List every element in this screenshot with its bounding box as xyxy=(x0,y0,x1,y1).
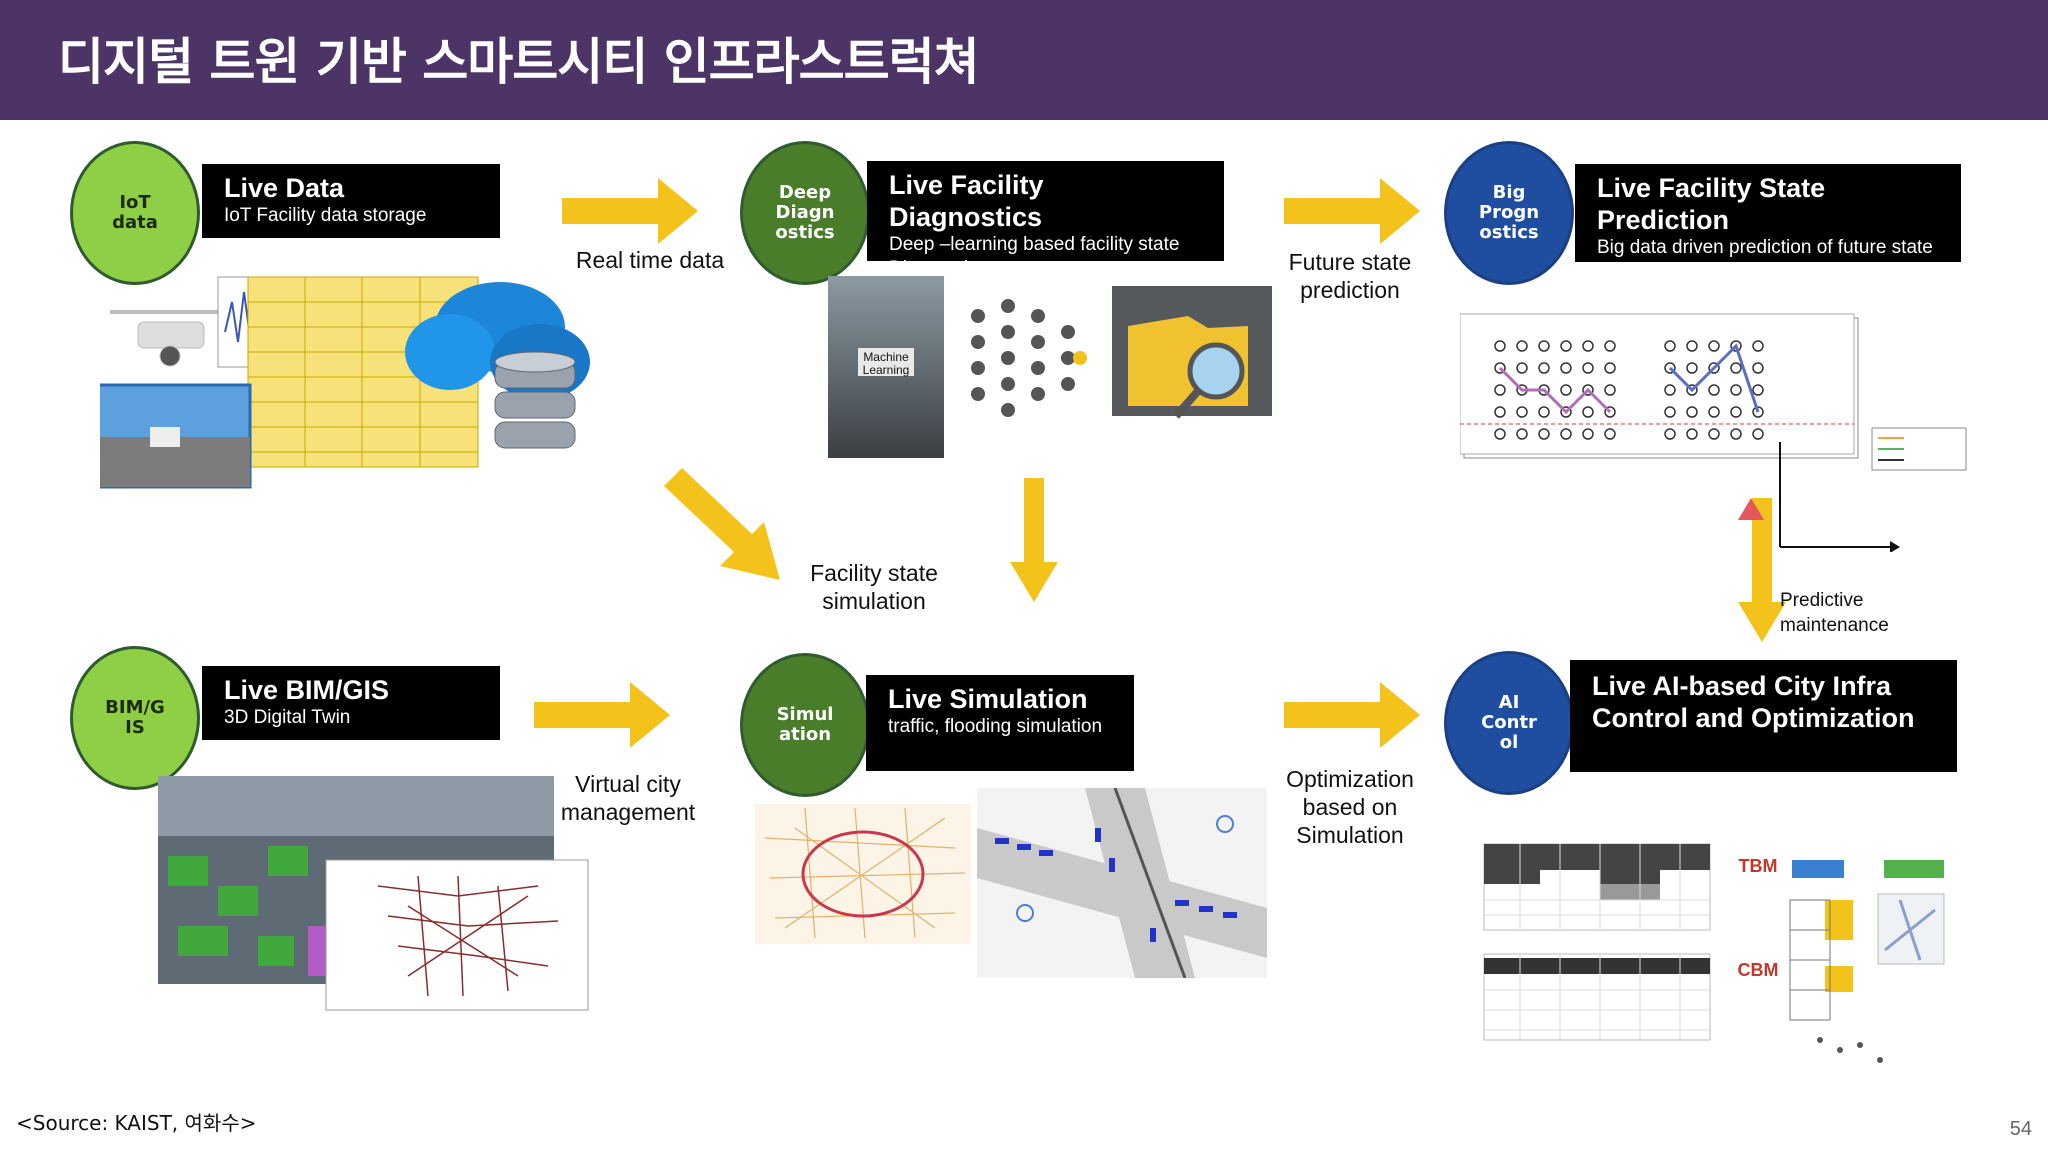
real-time-data-label: Real time data xyxy=(575,247,725,273)
deep-diagnostics-circle-label: Deep Diagn ostics xyxy=(775,182,835,243)
ai-control-title: Live AI-based City Infra Control and Opt… xyxy=(1592,671,1915,733)
simulation-collage-image xyxy=(755,788,1267,978)
diagnostics-collage-image: Machine Learning xyxy=(828,276,1274,458)
iot-data-circle-label: IoT data xyxy=(112,192,158,233)
prediction-chart-image xyxy=(1460,312,1970,552)
big-prognostics-circle: Big Progn ostics xyxy=(1444,141,1574,285)
live-data-box: Live Data IoT Facility data storage xyxy=(202,164,500,238)
page-number: 54 xyxy=(2009,1118,2032,1140)
bim-gis-circle: BIM/G IS xyxy=(70,646,200,790)
bim-gis-circle-label: BIM/G IS xyxy=(105,697,165,738)
source-citation: <Source: KAIST, 여화수> xyxy=(16,1111,257,1135)
tbm-label: TBM xyxy=(1738,856,1778,876)
prediction-subtitle: Big data driven prediction of future sta… xyxy=(1597,237,1933,258)
arrow-right-icon xyxy=(534,682,670,748)
arrow-down-icon xyxy=(1010,478,1058,602)
bim-gis-collage-image xyxy=(158,776,590,1012)
bim-gis-collage-graphic xyxy=(158,776,589,1011)
ai-control-collage-graphic xyxy=(1483,843,1945,1063)
simulation-collage-graphic xyxy=(755,788,1267,978)
state-prediction-box: Live Facility State Prediction Big data … xyxy=(1575,164,1961,262)
arrow-right-icon xyxy=(1284,178,1420,244)
simulation-circle: Simul ation xyxy=(740,653,870,797)
arrow-up-icon xyxy=(1738,498,1764,520)
live-data-title: Live Data xyxy=(224,173,345,203)
predictive-maintenance-label: Predictive maintenance xyxy=(1780,590,1889,636)
machine-learning-label: Machine Learning xyxy=(862,350,910,377)
ai-control-collage-image: TBM CBM xyxy=(1480,840,1950,1086)
diagnostics-title: Live Facility Diagnostics xyxy=(889,170,1044,232)
iot-data-circle: IoT data xyxy=(70,141,200,285)
optimization-label: Optimization based on Simulation xyxy=(1286,766,1414,848)
deep-diagnostics-circle: Deep Diagn ostics xyxy=(740,141,870,285)
diagnostics-subtitle: Deep –learning based facility state Diag… xyxy=(889,234,1180,279)
bim-gis-title: Live BIM/GIS xyxy=(224,675,390,705)
facility-state-simulation-label: Facility state simulation xyxy=(810,560,938,614)
iot-collage-image xyxy=(100,252,600,492)
arrow-down-icon xyxy=(1738,498,1786,642)
big-prognostics-circle-label: Big Progn ostics xyxy=(1478,182,1540,243)
bim-gis-subtitle: 3D Digital Twin xyxy=(224,707,351,728)
live-facility-diagnostics-box: Live Facility Diagnostics Deep –learning… xyxy=(867,161,1224,279)
arrow-right-icon xyxy=(1284,682,1420,748)
simulation-circle-label: Simul ation xyxy=(776,704,834,745)
live-bim-gis-box: Live BIM/GIS 3D Digital Twin xyxy=(202,666,500,740)
ai-control-circle-label: AI Contr ol xyxy=(1481,692,1537,753)
diagnostics-collage-graphic xyxy=(828,276,1272,458)
arrow-right-icon xyxy=(562,178,698,244)
prediction-title: Live Facility State Prediction xyxy=(1597,173,1826,235)
page-title: 디지털 트윈 기반 스마트시티 인프라스트럭쳐 xyxy=(58,33,980,91)
title-bar: 디지털 트윈 기반 스마트시티 인프라스트럭쳐 xyxy=(0,0,2048,120)
arrow-diagonal-icon xyxy=(664,468,780,580)
cbm-label: CBM xyxy=(1737,960,1779,980)
virtual-city-label: Virtual city management xyxy=(560,771,696,825)
simulation-title: Live Simulation xyxy=(888,684,1088,714)
iot-collage-graphic xyxy=(100,276,590,489)
ai-control-circle: AI Contr ol xyxy=(1444,651,1574,795)
prediction-chart-graphic xyxy=(1460,313,1967,552)
future-state-label: Future state prediction xyxy=(1288,249,1412,303)
live-data-subtitle: IoT Facility data storage xyxy=(224,205,427,226)
live-simulation-box: Live Simulation traffic, flooding simula… xyxy=(866,675,1134,771)
simulation-subtitle: traffic, flooding simulation xyxy=(888,716,1103,737)
ai-control-box: Live AI-based City Infra Control and Opt… xyxy=(1570,660,1957,772)
